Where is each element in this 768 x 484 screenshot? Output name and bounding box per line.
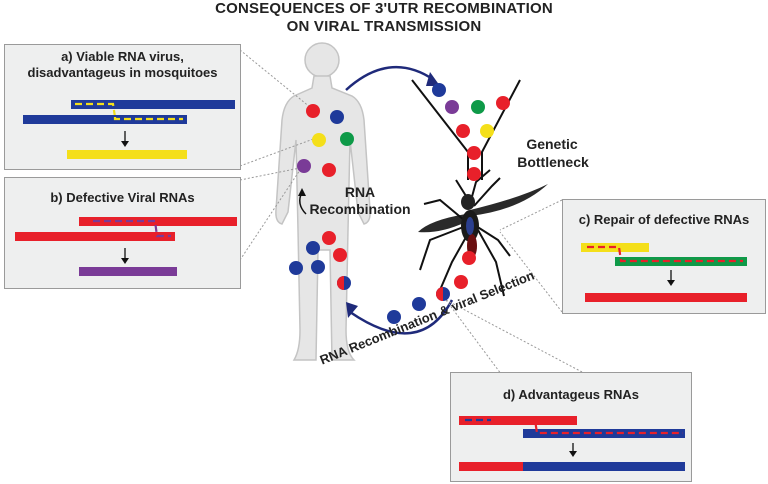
panel-c-schematic [581,243,747,302]
panel-d-title: d) Advantageus RNAs [502,387,640,402]
curved-arrow-icon [345,65,440,91]
panel-b-title: b) Defective Viral RNAs [50,190,195,205]
virus-particles [289,83,510,324]
curved-arrow-icon [298,188,307,215]
panel-c: c) Repair of defective RNAs [562,199,766,314]
panel-a-title-line1: a) Viable RNA virus, [61,49,184,64]
panel-c-title: c) Repair of defective RNAs [578,212,750,227]
curved-arrow-icon [346,299,454,335]
page-subtitle: ON VIRAL TRANSMISSION [286,18,482,35]
panel-a: a) Viable RNA virus, disadvantageus in m… [4,44,241,170]
rna-recombination-label-line2: Recombination [309,201,411,217]
panel-d: d) Advantageus RNAs [450,372,692,482]
panel-b: b) Defective Viral RNAs [4,177,241,289]
genetic-bottleneck-label-line2: Bottleneck [517,154,589,170]
panel-a-title-line2: disadvantageus in mosquitoes [27,65,218,80]
panel-d-schematic [459,416,685,471]
panel-a-schematic [23,100,235,159]
page-title: CONSEQUENCES OF 3'UTR RECOMBINATION [215,0,553,17]
genetic-bottleneck-label-line1: Genetic [526,136,578,152]
panel-b-schematic [15,217,237,276]
rna-recombination-label-line1: RNA [344,184,376,200]
